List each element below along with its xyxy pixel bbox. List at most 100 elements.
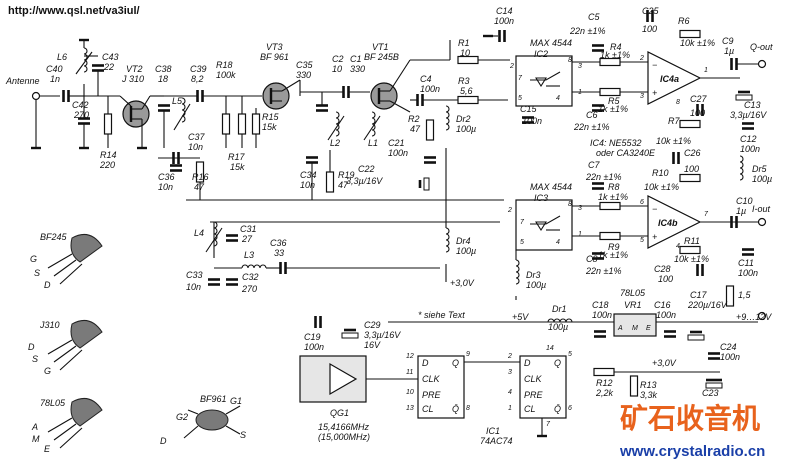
svg-text:CLK: CLK bbox=[524, 374, 543, 384]
svg-text:R8: R8 bbox=[608, 182, 620, 192]
svg-text:G1: G1 bbox=[230, 396, 242, 406]
svg-text:MAX 4544: MAX 4544 bbox=[530, 38, 572, 48]
svg-text:270: 270 bbox=[241, 284, 257, 294]
svg-text:R7: R7 bbox=[668, 116, 680, 126]
svg-text:R6: R6 bbox=[678, 16, 690, 26]
svg-text:3,3µ/16V: 3,3µ/16V bbox=[364, 330, 401, 340]
svg-text:3,3µ/16V: 3,3µ/16V bbox=[730, 110, 767, 120]
svg-text:D: D bbox=[28, 342, 35, 352]
svg-text:C10: C10 bbox=[736, 196, 753, 206]
svg-text:C43: C43 bbox=[102, 52, 119, 62]
svg-text:R12: R12 bbox=[596, 378, 613, 388]
svg-text:VT1: VT1 bbox=[372, 42, 389, 52]
svg-text:Q: Q bbox=[554, 358, 561, 368]
svg-text:270: 270 bbox=[73, 110, 89, 120]
svg-text:C22: C22 bbox=[358, 164, 375, 174]
svg-text:4: 4 bbox=[556, 95, 560, 102]
svg-text:CLK: CLK bbox=[422, 374, 441, 384]
svg-text:R9: R9 bbox=[608, 242, 620, 252]
svg-text:+3,0V: +3,0V bbox=[450, 278, 475, 288]
l1: L1 bbox=[363, 111, 381, 148]
svg-text:R18: R18 bbox=[216, 60, 233, 70]
svg-text:2: 2 bbox=[507, 353, 512, 360]
svg-text:8: 8 bbox=[466, 405, 470, 412]
svg-text:IC4: NE5532: IC4: NE5532 bbox=[590, 138, 642, 148]
svg-text:MAX 4544: MAX 4544 bbox=[530, 182, 572, 192]
svg-text:3: 3 bbox=[508, 369, 512, 376]
svg-text:13: 13 bbox=[406, 405, 414, 412]
svg-text:100µ: 100µ bbox=[752, 174, 772, 184]
svg-text:1k ±1%: 1k ±1% bbox=[598, 104, 628, 114]
svg-text:C25: C25 bbox=[642, 6, 660, 16]
svg-text:IC2: IC2 bbox=[534, 49, 548, 59]
svg-text:VR1: VR1 bbox=[624, 300, 642, 310]
svg-text:5: 5 bbox=[568, 351, 572, 358]
r-1-5: 1,5 bbox=[725, 285, 752, 307]
svg-text:R4: R4 bbox=[610, 42, 622, 52]
svg-text:R11: R11 bbox=[684, 236, 700, 246]
q-out: Q-out bbox=[737, 42, 773, 69]
svg-text:+5V: +5V bbox=[512, 312, 529, 322]
svg-text:+: + bbox=[652, 232, 657, 242]
svg-text:R2: R2 bbox=[408, 114, 420, 124]
svg-text:22n ±1%: 22n ±1% bbox=[585, 172, 621, 182]
svg-text:J 310: J 310 bbox=[121, 74, 144, 84]
svg-text:330: 330 bbox=[296, 70, 311, 80]
svg-text:C9: C9 bbox=[722, 36, 734, 46]
svg-text:BF245: BF245 bbox=[40, 232, 68, 242]
svg-text:Dr1: Dr1 bbox=[552, 304, 567, 314]
source-url: http://www.qsl.net/va3iul/ bbox=[8, 5, 140, 17]
bias-bus bbox=[186, 40, 504, 223]
svg-text:BF 961: BF 961 bbox=[260, 52, 289, 62]
svg-text:10: 10 bbox=[406, 389, 414, 396]
svg-text:2: 2 bbox=[639, 55, 644, 62]
svg-text:E: E bbox=[646, 325, 651, 332]
supply-rail: +9…12V +5V bbox=[388, 311, 772, 323]
svg-text:1k ±1%: 1k ±1% bbox=[598, 192, 628, 202]
svg-text:S: S bbox=[34, 268, 40, 278]
svg-text:C37: C37 bbox=[188, 132, 206, 142]
svg-text:C32: C32 bbox=[242, 272, 259, 282]
svg-text:C38: C38 bbox=[155, 64, 172, 74]
svg-text:矿石收音机: 矿石收音机 bbox=[620, 402, 760, 434]
svg-text:100µ: 100µ bbox=[526, 280, 546, 290]
svg-text:5: 5 bbox=[520, 239, 524, 246]
svg-text:Q̄: Q̄ bbox=[452, 404, 459, 414]
svg-text:CL: CL bbox=[524, 404, 536, 414]
svg-text:12: 12 bbox=[406, 353, 414, 360]
svg-text:L3: L3 bbox=[244, 250, 254, 260]
svg-text:100n: 100n bbox=[740, 144, 760, 154]
svg-text:100: 100 bbox=[642, 24, 657, 34]
svg-text:C28: C28 bbox=[654, 264, 671, 274]
svg-text:15k: 15k bbox=[262, 122, 277, 132]
svg-text:oder CA3240E: oder CA3240E bbox=[596, 148, 656, 158]
svg-text:1n: 1n bbox=[50, 74, 60, 84]
svg-text:1,5: 1,5 bbox=[738, 290, 752, 300]
svg-text:3,3µ/16V: 3,3µ/16V bbox=[346, 176, 383, 186]
